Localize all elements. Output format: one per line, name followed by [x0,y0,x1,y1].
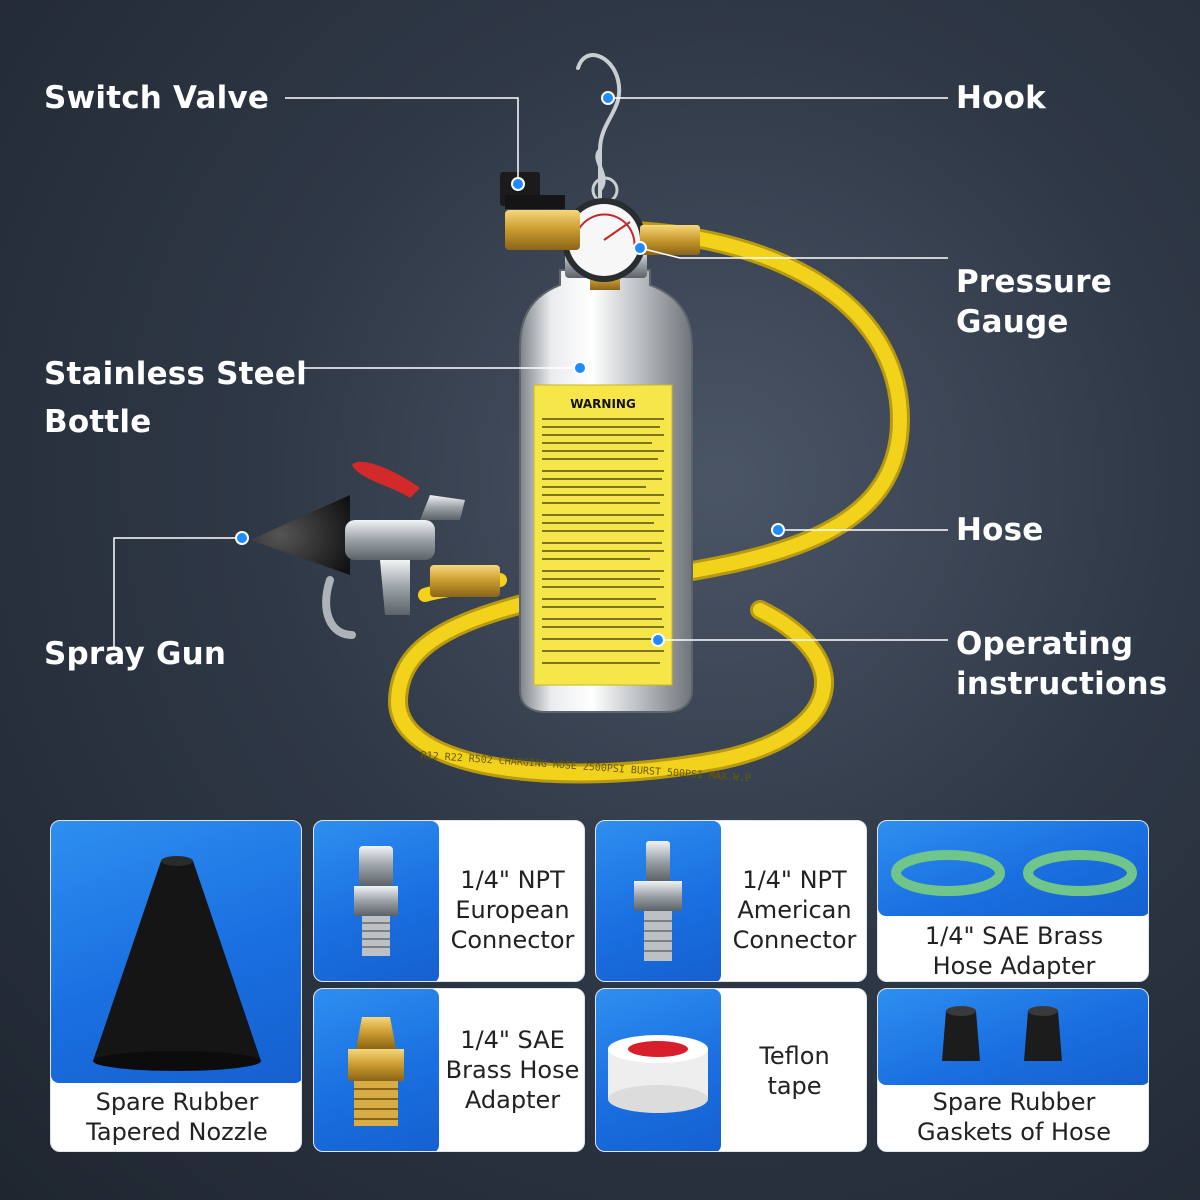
gaskets-label: Spare Rubber Gaskets of Hose [917,1088,1111,1146]
teflon-label: Teflon tape [759,1042,830,1100]
card-sae-brass-adapter: 1/4" SAE Brass Hose Adapter [313,988,585,1152]
callout-dots [235,91,785,647]
connector-icon [634,841,682,961]
sae-hose-adapter-label: 1/4" SAE Brass Hose Adapter [924,922,1104,980]
hose-illustration: R12 R22 R502 CHARGING HOSE 2500PSI BURST… [387,220,911,784]
callout-spray-gun: Spray Gun [44,636,227,672]
connector-icon [354,846,398,956]
card-american-connector: 1/4" NPT American Connector [595,820,867,982]
pressure-gauge-illustration [562,198,646,290]
o-ring-icon [891,850,1137,896]
rubber-cone-icon [93,856,261,1071]
card-european-connector: 1/4" NPT European Connector [313,820,585,982]
callout-operating-instructions: Operating instructions [956,624,1167,704]
european-connector-photo [314,821,439,981]
callout-hose: Hose [956,512,1044,548]
brass-fitting-icon [348,1017,404,1126]
nozzle-photo [51,821,301,1083]
hook-illustration [576,53,622,217]
card-rubber-gaskets: Spare Rubber Gaskets of Hose [877,988,1149,1152]
o-ring-photo [878,821,1148,916]
stainless-bottle-illustration: WARNING [519,250,693,713]
spray-gun-illustration [250,461,500,639]
callout-stainless-bottle: Stainless Steel Bottle [44,350,307,446]
card-teflon-tape: Teflon tape [595,988,867,1152]
callout-pressure-gauge: Pressure Gauge [956,262,1112,342]
teflon-photo [596,989,721,1151]
card-sae-hose-adapter: 1/4" SAE Brass Hose Adapter [877,820,1149,982]
callout-hook: Hook [956,80,1046,116]
brass-adapter-photo [314,989,439,1151]
tape-roll-icon [608,1035,708,1113]
callout-instructions-line2: instructions [956,666,1168,702]
callout-bottle-line2: Bottle [44,404,152,440]
callout-bottle-line1: Stainless Steel [44,356,307,392]
american-connector-label: 1/4" NPT American Connector [732,866,857,954]
callout-switch-valve: Switch Valve [44,80,270,116]
card-rubber-nozzle: Spare Rubber Tapered Nozzle [50,820,302,1152]
hose-print-text: R12 R22 R502 CHARGING HOSE 2500PSI BURST… [420,750,751,784]
callout-pressure-gauge-line1: Pressure [956,264,1112,300]
callout-pressure-gauge-line2: Gauge [956,304,1069,340]
european-connector-label: 1/4" NPT European Connector [450,866,575,954]
american-connector-photo [596,821,721,981]
warning-label-text: WARNING [570,397,636,411]
switch-valve-illustration [500,172,700,255]
gasket-icon [942,1006,1062,1061]
gaskets-photo [878,989,1148,1085]
callout-instructions-line1: Operating [956,626,1134,662]
sae-brass-adapter-label: 1/4" SAE Brass Hose Adapter [445,1026,580,1114]
nozzle-label: Spare Rubber Tapered Nozzle [86,1088,268,1146]
